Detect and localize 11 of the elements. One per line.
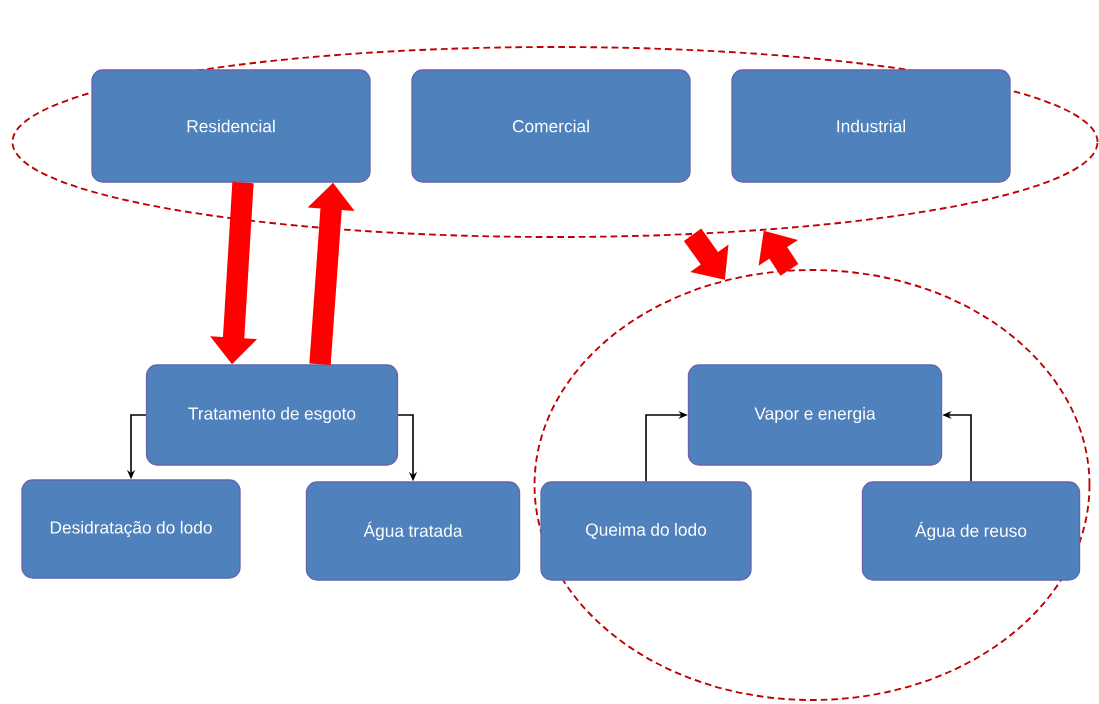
block-arrow xyxy=(683,228,729,280)
process-box: Tratamento de esgoto xyxy=(145,364,399,466)
process-box: Água de reuso xyxy=(861,481,1081,581)
process-box: Água tratada xyxy=(305,481,521,581)
process-box: Comercial xyxy=(411,69,691,183)
process-box: Desidratação do lodo xyxy=(21,479,241,579)
process-box: Queima do lodo xyxy=(540,481,752,581)
process-box: Industrial xyxy=(731,69,1011,183)
dashed-ellipse xyxy=(533,269,1091,701)
process-box: Residencial xyxy=(91,69,371,183)
process-box: Vapor e energia xyxy=(687,364,943,466)
